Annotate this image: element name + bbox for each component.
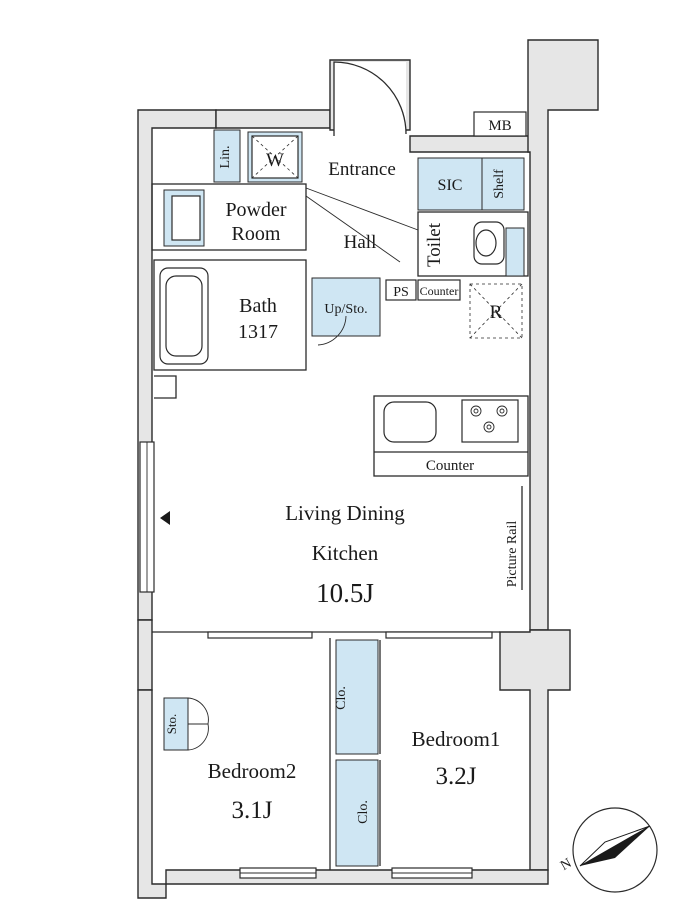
upsto-door[interactable]: [317, 315, 347, 346]
kitchen-counter: [373, 395, 529, 477]
sic-label: SIC: [438, 177, 463, 194]
powder-label-2: Room: [232, 223, 281, 245]
closet-lower: [335, 759, 379, 867]
entrance-door[interactable]: [329, 59, 411, 136]
entry-arrow-icon: [160, 511, 170, 525]
picture-rail-label: Picture Rail: [505, 521, 520, 588]
ldk-size: 10.5J: [316, 578, 374, 608]
bath-size: 1317: [238, 321, 278, 343]
bedroom2-sliding-door[interactable]: [207, 631, 313, 639]
bath-label: Bath: [239, 295, 277, 317]
powder-room: [151, 183, 307, 251]
closet-lower-label: Clo.: [356, 800, 371, 824]
hall-label: Hall: [344, 232, 377, 253]
utility-storage: [311, 277, 381, 337]
north-label: N: [558, 856, 574, 874]
ps-box: [385, 279, 417, 301]
ldk-label-2: Kitchen: [312, 541, 379, 565]
lin-label: Lin.: [218, 146, 233, 169]
upsto-label: Up/Sto.: [324, 302, 367, 317]
toilet-shelf: [505, 227, 525, 277]
bedroom1-sliding-door[interactable]: [385, 631, 493, 639]
exterior-walls: [137, 39, 599, 899]
closet-upper-label: Clo.: [334, 686, 349, 710]
kitchen-sink: [383, 401, 437, 443]
bedroom1-size: 3.2J: [436, 763, 477, 790]
bedroom1-label: Bedroom1: [412, 727, 501, 751]
entrance-label: Entrance: [328, 159, 396, 180]
shelf-storage: [481, 157, 525, 211]
small-counter: [417, 279, 461, 301]
counter-label: Counter: [426, 458, 474, 474]
sto-label: Sto.: [164, 714, 179, 735]
stove: [461, 399, 519, 443]
shelf-label: Shelf: [492, 169, 507, 199]
hall-lines: [305, 187, 419, 263]
bathroom: [153, 259, 307, 371]
north-compass-icon: [572, 807, 658, 893]
toilet-room: [417, 211, 529, 277]
toilet-label: Toilet: [424, 222, 445, 267]
bedroom2-size: 3.1J: [232, 797, 273, 824]
sto-door[interactable]: [187, 697, 209, 751]
sic-storage: [417, 157, 483, 211]
mb-label: MB: [488, 118, 511, 134]
linen-storage: [213, 129, 241, 183]
sink: [171, 195, 201, 241]
w-label: W: [266, 150, 284, 171]
fridge-label: R: [490, 302, 503, 323]
fridge-space: [469, 283, 523, 339]
closet-upper: [335, 639, 379, 755]
ldk-corner: [154, 375, 177, 399]
ps-label: PS: [393, 285, 409, 300]
ldk-label-1: Living Dining: [285, 501, 405, 525]
powder-label-1: Powder: [225, 199, 286, 221]
mb-box: [473, 111, 527, 137]
bedroom2-label: Bedroom2: [208, 759, 297, 783]
small-counter-label: Counter: [420, 284, 459, 298]
